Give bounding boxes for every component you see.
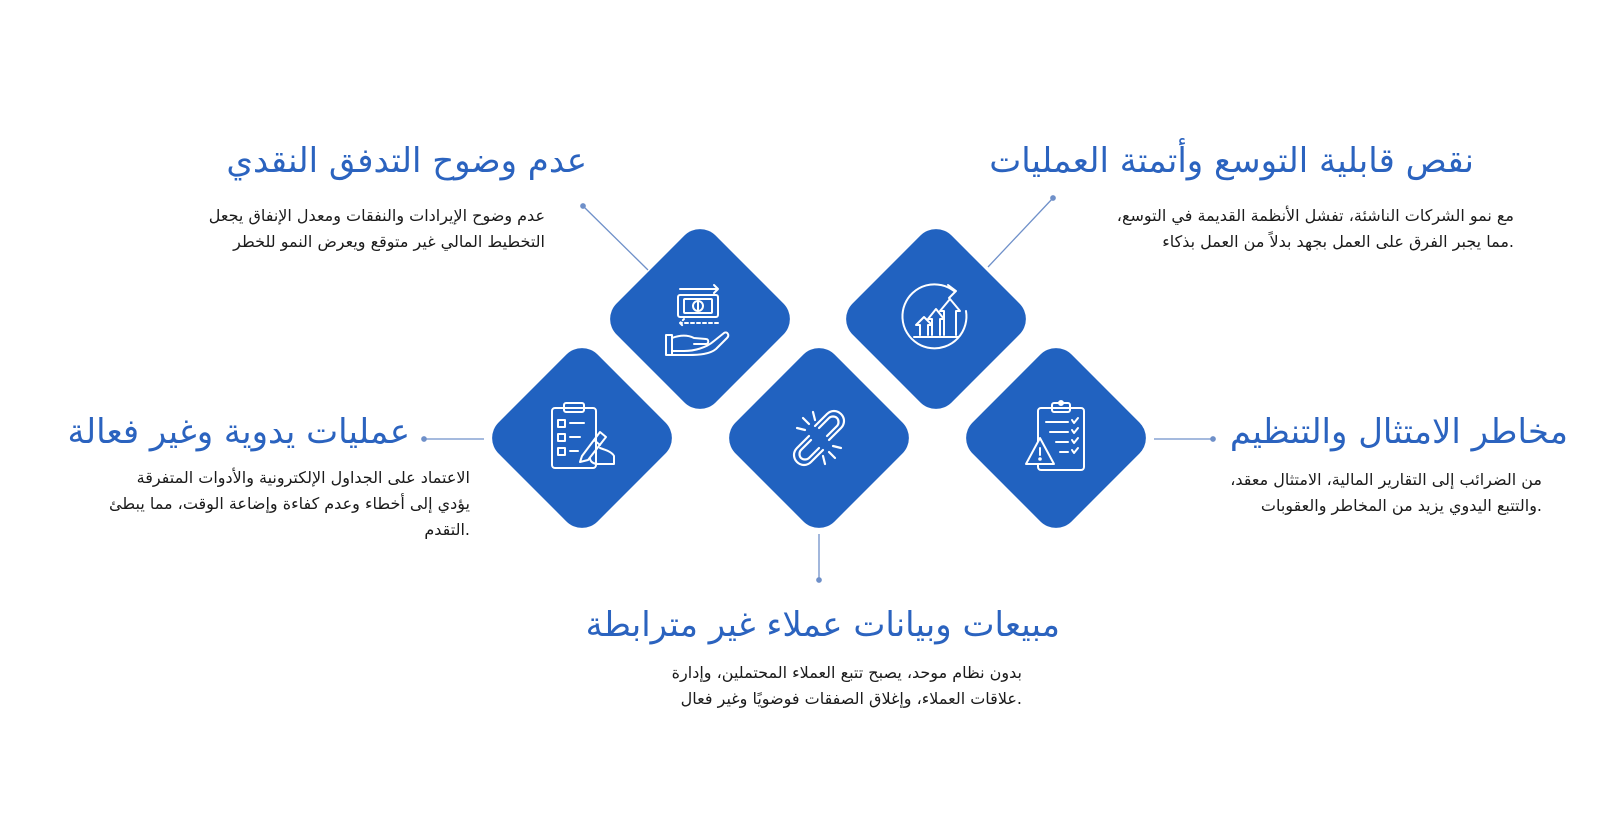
cash-flow-desc: عدم وضوح الإيرادات والنفقات ومعدل الإنفا…: [208, 206, 545, 251]
broken-link-icon: [792, 409, 846, 467]
compliance-title: مخاطر الامتثال والتنظيم: [1229, 412, 1568, 452]
connector-scalability: [987, 197, 1054, 268]
compliance-desc: من الضرائب إلى التقارير المالية، الامتثا…: [1230, 470, 1542, 515]
clipboard-checklist-icon: [551, 402, 615, 469]
warning-checklist-icon: [1025, 400, 1085, 471]
manual-ops-desc: الاعتماد على الجداول الإلكترونية والأدوا…: [109, 468, 470, 539]
scalability-desc: مع نمو الشركات الناشئة، تفشل الأنظمة الق…: [1116, 206, 1514, 251]
growth-chart-icon: [901, 283, 968, 350]
sales-data-desc: بدون نظام موحد، يصبح تتبع العملاء المحتم…: [671, 663, 1022, 708]
sales-data-title: مبيعات وبيانات عملاء غير مترابطة: [585, 605, 1060, 645]
cash-flow-title: عدم وضوح التدفق النقدي: [226, 141, 587, 181]
money-hand-icon: [665, 284, 730, 356]
scalability-title: نقص قابلية التوسع وأتمتة العمليات: [989, 141, 1474, 181]
manual-ops-title: عمليات يدوية وغير فعالة: [67, 412, 411, 452]
connector-cash-flow: [582, 205, 649, 271]
